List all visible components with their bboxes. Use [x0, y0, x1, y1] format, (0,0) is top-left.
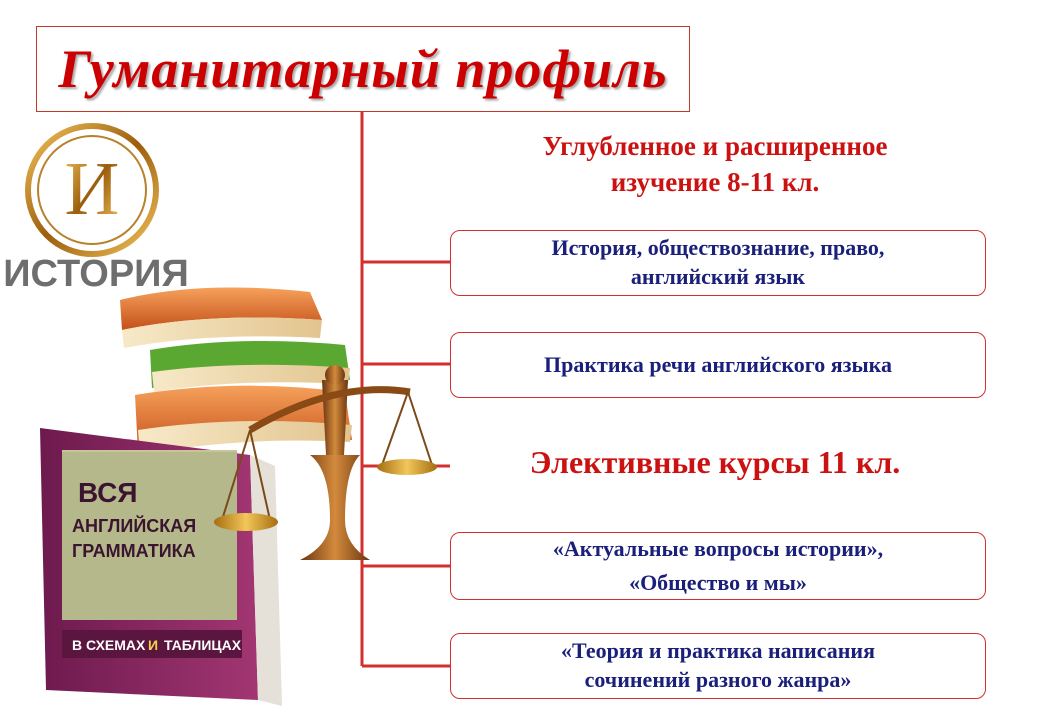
subject-box-history: История, обществознание, право, английск… — [450, 230, 986, 296]
svg-text:ТАБЛИЦАХ: ТАБЛИЦАХ — [164, 637, 242, 653]
svg-text:В СХЕМАХ: В СХЕМАХ — [72, 637, 146, 653]
section-heading-electives: Элективные курсы 11 кл. — [529, 444, 901, 480]
svg-text:И: И — [148, 637, 158, 653]
logo-text: ИСТОРИЯ — [3, 253, 189, 295]
title-box: Гуманитарный профиль — [36, 26, 690, 112]
elective-box-history-society: «Актуальные вопросы истории», «Общество … — [450, 532, 986, 600]
section-heading-deep-study: Углубленное и расширенное изучение 8-11 … — [542, 131, 888, 198]
svg-text:АНГЛИЙСКАЯ: АНГЛИЙСКАЯ — [72, 515, 196, 536]
elective-box-writing: «Теория и практика написания сочинений р… — [450, 633, 986, 699]
history-logo: И ИСТОРИЯ — [3, 123, 189, 295]
logo-letter: И — [65, 147, 120, 231]
page-title: Гуманитарный профиль — [58, 39, 668, 99]
svg-text:ГРАММАТИКА: ГРАММАТИКА — [72, 541, 196, 561]
scales-of-justice-icon — [214, 365, 437, 560]
subject-box-english-practice: Практика речи английского языка — [450, 332, 986, 398]
svg-text:ВСЯ: ВСЯ — [78, 477, 138, 508]
grammar-book-icon: ВСЯ АНГЛИЙСКАЯ ГРАММАТИКА В СХЕМАХ И ТАБ… — [40, 428, 282, 706]
book-stack-icon — [120, 287, 352, 455]
